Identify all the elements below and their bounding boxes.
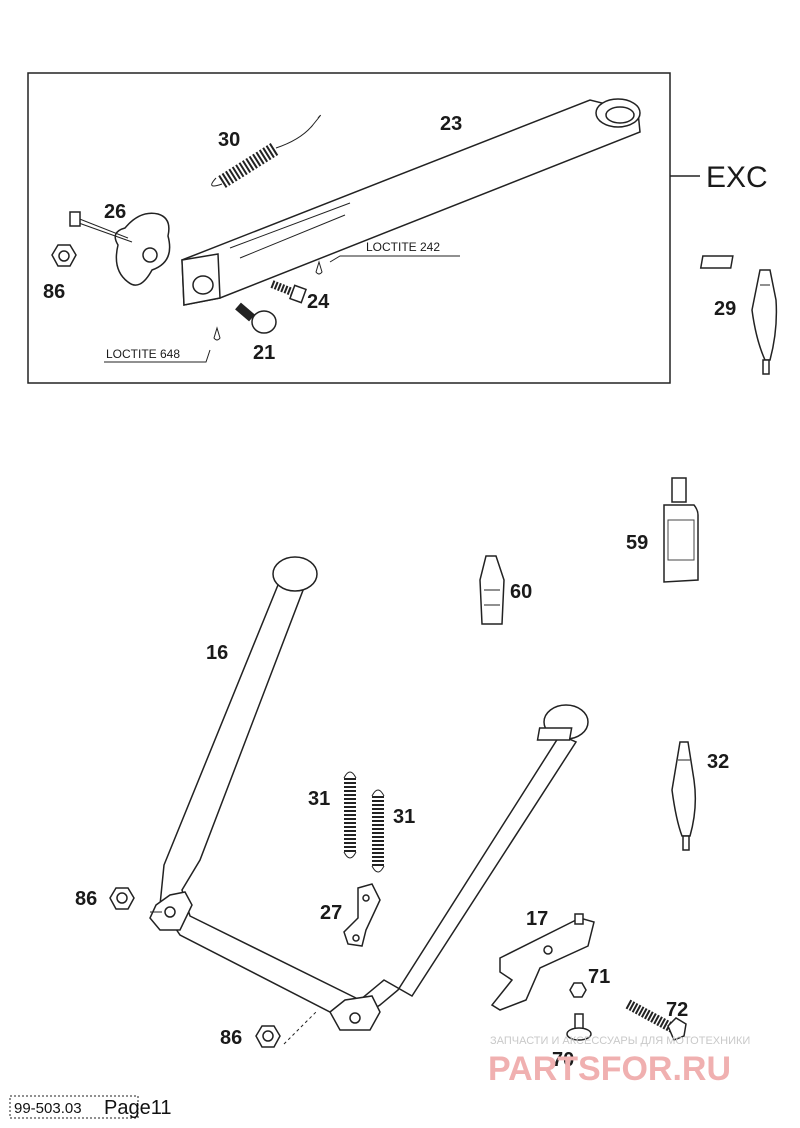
loctite-242-leader	[329, 255, 460, 263]
callout-27: 27	[320, 902, 342, 924]
footer-page: Page11	[104, 1097, 171, 1119]
bottle-part-59	[663, 477, 699, 583]
callout-86-bottom: 86	[220, 1027, 242, 1049]
stud-part-21	[213, 302, 277, 341]
callout-24: 24	[307, 291, 330, 313]
nut-part-86-bottom	[255, 1009, 319, 1048]
side-stand-part-23	[181, 98, 641, 306]
callout-86-left: 86	[75, 888, 97, 910]
bolt-part-72	[625, 999, 687, 1041]
tube-part-60	[479, 555, 505, 625]
bracket-part-27	[343, 883, 381, 947]
callout-23: 23	[440, 113, 462, 135]
callout-60: 60	[510, 581, 532, 603]
callout-72: 72	[666, 999, 688, 1021]
callout-17: 17	[526, 908, 548, 930]
spring-hook-tool-part-32	[536, 727, 697, 851]
loctite-648-label: LOCTITE 648	[106, 347, 180, 361]
spring-part-31-right	[371, 789, 385, 873]
loctite-242-label: LOCTITE 242	[366, 240, 440, 254]
spring-part-30	[211, 114, 321, 188]
adjuster-part-70	[566, 1013, 592, 1041]
mount-plate-part-26	[69, 211, 171, 286]
exc-frame	[27, 72, 671, 384]
fork-plate-part-17	[490, 913, 595, 1011]
callout-31-left: 31	[308, 788, 330, 810]
callout-30: 30	[218, 129, 240, 151]
bolt-part-24	[270, 260, 323, 304]
loctite-648-leader	[104, 349, 211, 363]
nut-part-86-top	[51, 244, 77, 267]
callout-26: 26	[104, 201, 126, 223]
callout-59: 59	[626, 532, 648, 554]
watermark-caption: ЗАПЧАСТИ И АКСЕССУАРЫ ДЛЯ МОТОТЕХНИКИ	[490, 1035, 750, 1047]
exc-label: EXC	[706, 161, 768, 194]
footer-code-box	[9, 1095, 139, 1119]
callout-29: 29	[714, 298, 736, 320]
callout-70: 70	[552, 1049, 574, 1071]
callout-21: 21	[253, 342, 275, 364]
spring-hook-tool-part-29	[699, 255, 778, 375]
callout-86-top: 86	[43, 281, 65, 303]
callout-31-right: 31	[393, 806, 415, 828]
nut-part-86-left	[109, 887, 135, 910]
footer-code: 99-503.03	[14, 1100, 82, 1117]
spring-part-31-left	[343, 771, 357, 859]
callout-16: 16	[206, 642, 228, 664]
watermark-brand: PARTSFOR.RU	[488, 1050, 731, 1088]
nut-part-71	[569, 982, 587, 998]
callout-71: 71	[588, 966, 610, 988]
callout-32: 32	[707, 751, 729, 773]
